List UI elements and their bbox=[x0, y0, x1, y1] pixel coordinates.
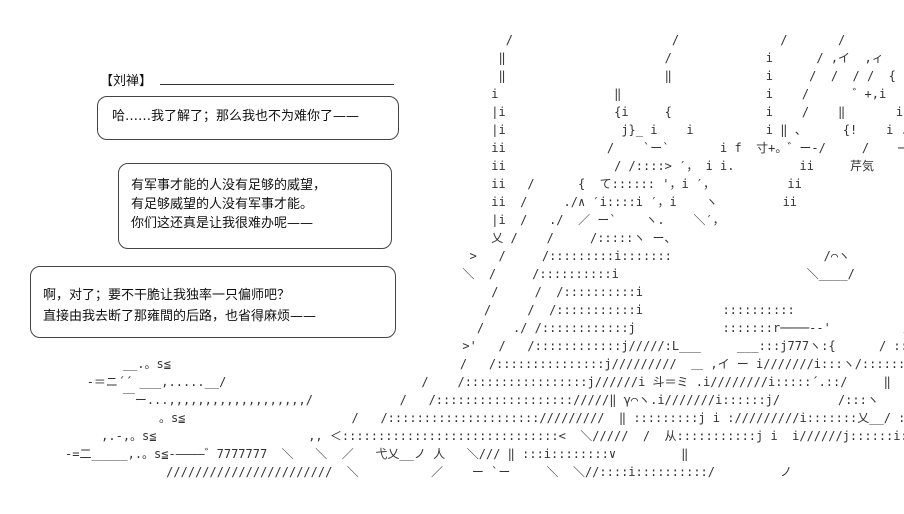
ascii-art-line: ‖ ‖ i / / / / { ‖ j ヽ i、＼ ゛、 bbox=[498, 69, 896, 83]
ascii-art-line: 。s≦ / /:::::::::::::::::::::///////// ‖ … bbox=[0, 411, 904, 425]
ascii-art-line: ii / ./∧ ′i::::i ′，i ヽ ii 乂荒!:::: bbox=[0, 195, 904, 209]
ascii-art-line: / ./ /::::::::::::j :::::::r────-‐' ／ ヽ bbox=[0, 321, 904, 335]
ascii-art-line: ￣ー...,,,,,,,,,,,,,,,,,,,/ / /:::::::::::… bbox=[0, 393, 879, 407]
ascii-art-line: i ‖ i / ゛+,i ‖ },j i}::、 ＼ } bbox=[491, 87, 887, 101]
speech-bubble-2-line-3: 你们这还真是让我很难办呢—— bbox=[131, 216, 314, 231]
ascii-art-line: ‖ / i / ,イ ,ィ ‖ .i-z ′二ニ─ヽ bbox=[498, 51, 884, 65]
speech-bubble-1-line-1: 哈……我了解了；那么我也不为难你了—— bbox=[112, 109, 360, 124]
ascii-art-line: > / /:::::::::i::::::: /⌒ヽ ‖ bbox=[0, 249, 904, 263]
ascii-art-line: -=二_____,.。s≦-――――゛7777777 ＼ ＼ ／ 弋乂__ノ 人… bbox=[0, 447, 689, 461]
speech-bubble-1: 哈……我了解了；那么我也不为难你了—— bbox=[97, 96, 399, 140]
speech-bubble-3-line-1: 啊，对了；要不干脆让我独率一只偏师吧？ bbox=[43, 288, 291, 303]
ascii-art-line: /////////////////////// ＼ ／ ー `ー ＼ ＼//::… bbox=[0, 465, 793, 479]
ascii-art-line: |i / ./ ／ ー` ヽ. ＼′， / i::::i bbox=[491, 213, 725, 227]
speech-bubble-3-line-2: 直接由我去断了那雍間的后路，也省得麻烦—— bbox=[43, 309, 317, 324]
ascii-art-line: ,.-,。s≦ ,, ＜::::::::::::::::::::::::::::… bbox=[101, 429, 904, 443]
ascii-art-line: >' / /::::::::::::j/////:L___ ___:::j777… bbox=[0, 339, 904, 353]
ascii-art-line: ii / `ー` i f 寸+。゛ー-/ / ─_ 乂 j./ bbox=[0, 141, 904, 155]
ascii-art-line: ii / /::::> ′， i i. ii 芹気 / 、/:i bbox=[0, 159, 904, 173]
ascii-art-line: 乂 / / /:::::ヽ ー、 ‖⌒ bbox=[0, 231, 904, 245]
ascii-art-line: -＝ニ´´ ___,.....__/ / /:::::::::::::::::j… bbox=[0, 375, 891, 389]
speech-bubble-2-line-2: 有足够威望的人没有军事才能。 bbox=[131, 197, 314, 212]
speech-bubble-3: 啊，对了；要不干脆让我独率一只偏师吧？ 直接由我去断了那雍間的后路，也省得麻烦—… bbox=[30, 266, 396, 338]
ascii-art-line: __.。s≦ / /:::::::::::::::j///////// ＿ ,イ… bbox=[0, 357, 904, 371]
ascii-art-line: ＼ / /::::::::::i ＼____/ / bbox=[0, 267, 904, 281]
ascii-art-line: / / / / i ヽ bbox=[0, 33, 904, 47]
speaker-name: 【刘禅】 bbox=[100, 74, 153, 89]
ascii-art-line: |i j}_ i i i ‖ 、 {! i ./ ‖ i }::::> bbox=[491, 123, 904, 137]
ascii-art-line: / / /:::::::::::i :::::::::: / ‖ bbox=[0, 303, 904, 317]
ascii-art-line: / / /::::::::::i / ヽ bbox=[0, 285, 904, 299]
speech-bubble-2-line-1: 有军事才能的人没有足够的威望， bbox=[131, 178, 327, 193]
ascii-art-line: |i {i { i / ‖ i / ‖ i.::, ∨ bbox=[491, 105, 904, 119]
ascii-art-line: ii / { て:::::: '，i ′， ii ‖ ‖ ::i bbox=[491, 177, 802, 191]
speech-bubble-2: 有军事才能的人没有足够的威望， 有足够威望的人没有军事才能。 你们这还真是让我很… bbox=[118, 163, 392, 249]
speaker-underline bbox=[160, 84, 394, 85]
